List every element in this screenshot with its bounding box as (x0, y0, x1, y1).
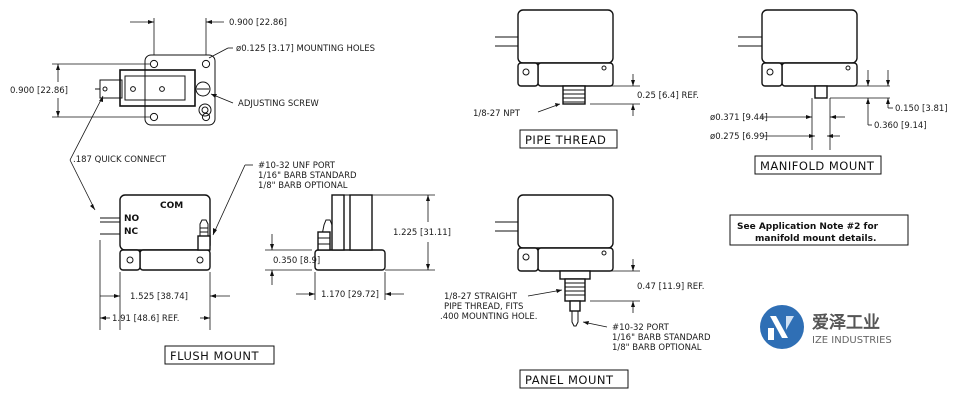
manifold-port (814, 85, 828, 99)
panel-mount-caption: PANEL MOUNT (525, 373, 614, 387)
manifold-dim-d1: ø0.371 [9.44] (710, 113, 768, 123)
mounting-holes-label: ø0.125 [3.17] MOUNTING HOLES (236, 44, 375, 54)
adjusting-screw-icon (195, 81, 211, 97)
npt-label: 1/8-27 NPT (473, 109, 521, 119)
mounting-hole (149, 112, 159, 122)
flush-port-callout: #10-32 UNF PORT 1/16" BARB STANDARD 1/8"… (212, 161, 357, 236)
note-line1: See Application Note #2 for (737, 222, 879, 232)
label-nc: NC (124, 227, 139, 237)
manifold-mount-caption: MANIFOLD MOUNT (760, 159, 875, 173)
dim-hole-spacing: 0.900 [22.86] (229, 18, 287, 28)
panel-nut (559, 270, 591, 280)
quick-connect-label: .187 QUICK CONNECT (73, 155, 167, 165)
mounting-hole (201, 112, 211, 122)
dim-height: 0.900 [22.86] (10, 86, 68, 96)
manifold-dim-h1: 0.150 [3.81] (895, 104, 948, 114)
dim-body-width: 1.525 [38.74] (130, 292, 188, 302)
label-no: NO (124, 214, 140, 224)
base-plate (139, 249, 211, 271)
switch-body-top (119, 69, 196, 107)
pipe-thread-view: 0.25 [6.4] REF. 1/8-27 NPT PIPE THREAD (473, 9, 699, 149)
panel-thread-line1: 1/8-27 STRAIGHT (444, 292, 518, 302)
panel-port-line2: 1/16" BARB STANDARD (612, 333, 711, 343)
flush-front-view: COM NO NC 1.525 [38.74] 1.91 [48.6] REF. (99, 194, 230, 330)
panel-thread-icon (564, 278, 586, 302)
dim-barb-height: 0.350 [8.9] (273, 256, 320, 266)
flush-side-view: 1.225 [31.11] 0.350 [8.9] 1.170 [29.72] (265, 194, 451, 300)
panel-thread-line2: PIPE THREAD, FITS (444, 302, 523, 312)
mounting-hole (201, 59, 211, 69)
note-line2: manifold mount details. (755, 234, 876, 244)
panel-port-line3: 1/8" BARB OPTIONAL (612, 343, 702, 353)
logo-chinese: 爱泽工业 (812, 312, 880, 333)
logo-english: IZE INDUSTRIES (812, 335, 892, 346)
flush-top-view: 0.900 [22.86] ø0.125 [3.17] MOUNTING HOL… (10, 18, 375, 126)
port-line2: 1/16" BARB STANDARD (258, 171, 357, 181)
panel-mount-view: 0.47 [11.9] REF. 1/8-27 STRAIGHT PIPE TH… (440, 194, 711, 389)
dim-side-height: 1.225 [31.11] (393, 228, 451, 238)
manifold-dim-d2: ø0.275 [6.99] (710, 132, 768, 142)
port-line1: #10-32 UNF PORT (258, 161, 336, 171)
screw-icon (198, 103, 212, 117)
manifold-dim-h2: 0.360 [9.14] (874, 121, 927, 131)
ize-logo: 爱泽工业 IZE INDUSTRIES (760, 305, 892, 349)
mounting-hole (149, 59, 159, 69)
flush-mount-caption: FLUSH MOUNT (164, 345, 275, 365)
npt-thread-icon (562, 85, 586, 105)
panel-port-line1: #10-32 PORT (612, 323, 670, 333)
manifold-mount-view: 0.150 [3.81] 0.360 [9.14] ø0.371 [9.44] … (710, 9, 948, 175)
svg-text:FLUSH MOUNT: FLUSH MOUNT (170, 349, 259, 363)
actuator-top (124, 75, 186, 101)
dim-side-width: 1.170 [29.72] (321, 290, 379, 300)
mounting-plate (144, 54, 216, 126)
panel-thread-line3: .400 MOUNTING HOLE. (440, 312, 537, 322)
pipe-dim-ref: 0.25 [6.4] REF. (637, 91, 699, 101)
quick-connect-leader: .187 QUICK CONNECT (69, 95, 167, 211)
label-com: COM (160, 201, 183, 211)
pipe-thread-caption: PIPE THREAD (525, 133, 606, 147)
panel-dim-ref: 0.47 [11.9] REF. (637, 282, 704, 292)
adjusting-screw-label: ADJUSTING SCREW (238, 99, 319, 109)
application-note: See Application Note #2 for manifold mou… (729, 214, 909, 246)
dim-overall-width: 1.91 [48.6] REF. (112, 314, 179, 324)
port-line3: 1/8" BARB OPTIONAL (258, 181, 348, 191)
